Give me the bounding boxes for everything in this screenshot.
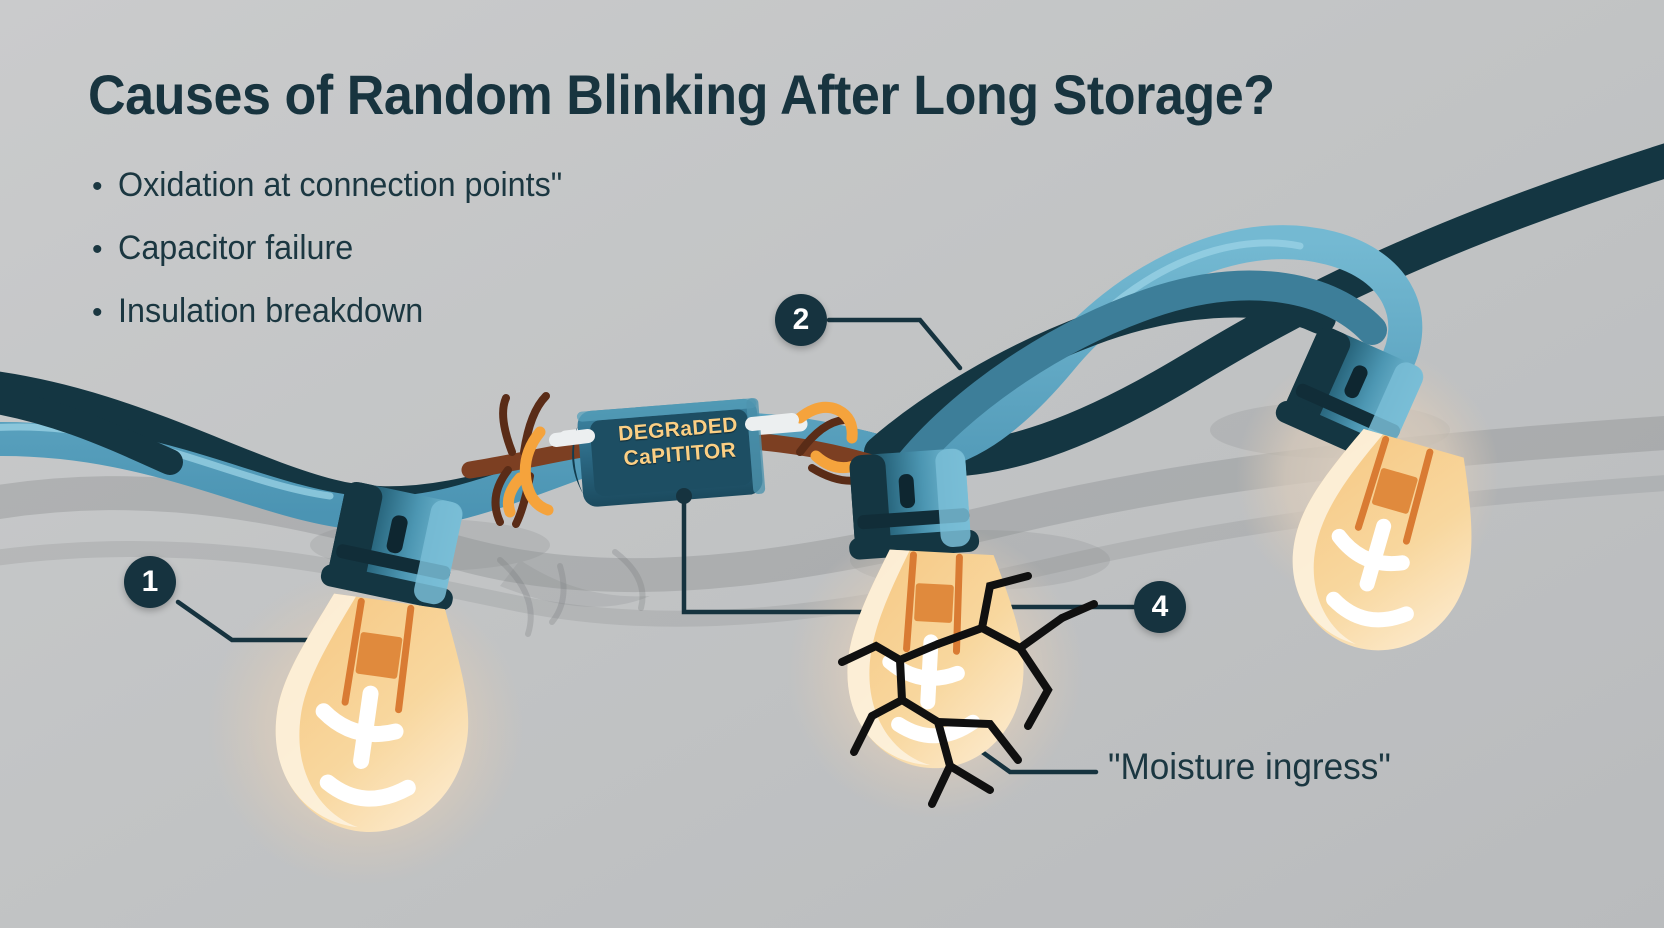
bulb-right xyxy=(1275,327,1472,651)
capacitor-body xyxy=(572,398,766,507)
cable-mid-loop xyxy=(890,270,1387,485)
bulb-left xyxy=(275,481,469,832)
callout-badge-4[interactable]: 4 xyxy=(1134,581,1186,633)
cable-tail-left xyxy=(0,388,183,475)
shadow-wire-detail xyxy=(497,549,646,637)
callout-badge-1[interactable]: 1 xyxy=(124,556,176,608)
crack-lines xyxy=(838,572,1098,808)
callout-badge-2[interactable]: 2 xyxy=(775,294,827,346)
capacitor-leads xyxy=(549,413,799,447)
bulb-middle xyxy=(838,448,1098,808)
